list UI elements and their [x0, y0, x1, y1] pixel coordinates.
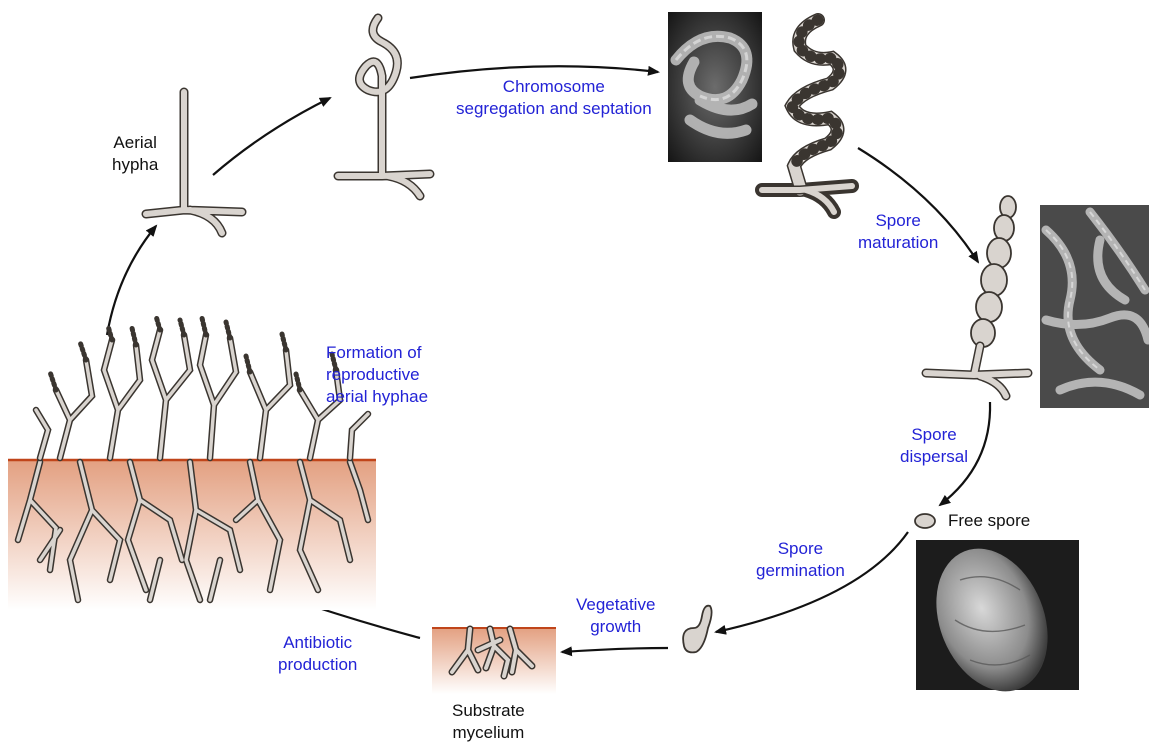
arrow-to-coil	[213, 98, 330, 175]
colony-drawing	[8, 316, 376, 610]
formation-aerial-hyphae-label: Formation of reproductive aerial hyphae	[326, 342, 428, 408]
septated-spiral-hypha-drawing	[762, 20, 852, 212]
free-spore-label: Free spore	[948, 510, 1030, 532]
spore-germination-label: Spore germination	[756, 538, 845, 582]
substrate-mycelium-label-line2: mycelium	[452, 722, 525, 744]
single-spore-micrograph	[916, 532, 1079, 708]
aerial-hypha-label: Aerial hypha	[112, 132, 158, 176]
spore-dispersal-label-line1: Spore	[900, 424, 968, 446]
spore-germination-label-line2: germination	[756, 560, 845, 582]
vegetative-growth-label-line1: Vegetative	[576, 594, 655, 616]
spore-maturation-label-line1: Spore	[858, 210, 938, 232]
aerial-hypha-label-line2: hypha	[112, 154, 158, 176]
spore-germination-label-line1: Spore	[756, 538, 845, 560]
chromosome-segregation-label-line1: Chromosome	[456, 76, 652, 98]
chromosome-segregation-label: Chromosome segregation and septation	[456, 76, 652, 120]
antibiotic-production-label-line1: Antibiotic	[278, 632, 357, 654]
spore-maturation-label: Spore maturation	[858, 210, 938, 254]
substrate-mycelium-label: Substrate mycelium	[452, 700, 525, 744]
spore-dispersal-label-line2: dispersal	[900, 446, 968, 468]
formation-aerial-hyphae-label-line1: Formation of	[326, 342, 428, 364]
vegetative-growth-label: Vegetative growth	[576, 594, 655, 638]
substrate-mycelium-drawing	[432, 628, 556, 694]
chromosome-segregation-label-line2: segregation and septation	[456, 98, 652, 120]
coiling-hypha-drawing	[338, 18, 430, 196]
arrow-to-aerial-hypha	[107, 226, 156, 335]
spiral-spore-chain-micrograph	[668, 12, 762, 162]
antibiotic-production-label: Antibiotic production	[278, 632, 357, 676]
aerial-hypha-label-line1: Aerial	[112, 132, 158, 154]
formation-aerial-hyphae-label-line2: reproductive	[326, 364, 428, 386]
formation-aerial-hyphae-label-line3: aerial hyphae	[326, 386, 428, 408]
spore-maturation-label-line2: maturation	[858, 232, 938, 254]
substrate-mycelium-label-line1: Substrate	[452, 700, 525, 722]
mature-spore-chain-drawing	[926, 196, 1028, 396]
vegetative-growth-label-line2: growth	[576, 616, 655, 638]
free-spore-drawing	[915, 514, 935, 528]
germinating-spore-drawing	[683, 606, 711, 653]
arrow-to-substrate-mycelium	[562, 648, 668, 652]
spore-dispersal-label: Spore dispersal	[900, 424, 968, 468]
spore-chains-micrograph	[1040, 205, 1149, 408]
antibiotic-production-label-line2: production	[278, 654, 357, 676]
